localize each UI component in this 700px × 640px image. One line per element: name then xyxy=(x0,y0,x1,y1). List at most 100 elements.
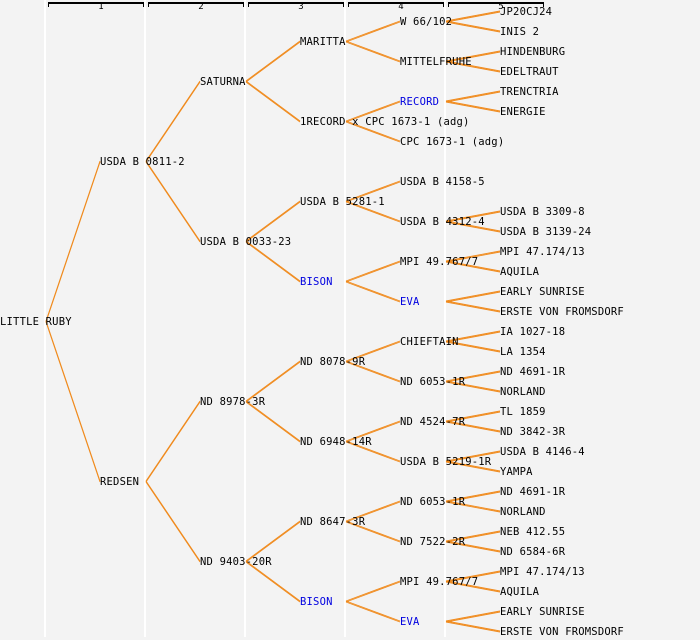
connector-line xyxy=(445,100,501,112)
ancestor-name: MARITTA xyxy=(300,36,346,48)
connector-line xyxy=(445,411,501,423)
connector-line xyxy=(445,50,501,62)
connector-line xyxy=(445,250,501,262)
connector-line xyxy=(345,260,401,282)
connector-line xyxy=(145,161,201,243)
generation-bracket xyxy=(248,2,344,7)
connector-line xyxy=(345,581,401,603)
connector-line xyxy=(445,410,501,422)
connector-line xyxy=(445,581,501,593)
ancestor-name: USDA B 4146-4 xyxy=(500,446,585,458)
generation-number: 3 xyxy=(298,2,304,12)
connector-line xyxy=(245,521,301,563)
ancestor-name: EARLY SUNRISE xyxy=(500,286,585,298)
connector-line xyxy=(245,200,301,242)
ancestor-name: JP20CJ24 xyxy=(500,6,553,18)
connector-line xyxy=(445,370,501,382)
connector-line xyxy=(445,91,501,103)
ancestor-name: CHIEFTAIN xyxy=(400,336,459,348)
connector-line xyxy=(245,240,301,282)
ancestor-name[interactable]: RECORD xyxy=(400,96,440,108)
connector-line xyxy=(145,160,201,242)
connector-line xyxy=(345,280,401,302)
ancestor-name: HINDENBURG xyxy=(500,46,566,58)
ancestor-name: TL 1859 xyxy=(500,406,546,418)
connector-line xyxy=(145,480,201,562)
connector-line xyxy=(445,541,501,553)
connector-line xyxy=(245,361,301,403)
connector-line xyxy=(345,440,401,462)
connector-line xyxy=(345,201,401,223)
ancestor-name: ND 8647-3R xyxy=(300,516,366,528)
connector-line xyxy=(345,600,401,622)
connector-line xyxy=(445,531,501,543)
connector-line xyxy=(445,500,501,512)
connector-line xyxy=(445,211,501,223)
connector-line xyxy=(445,60,501,72)
generation-bracket xyxy=(348,2,444,7)
connector-line xyxy=(445,580,501,592)
connector-line xyxy=(445,371,501,383)
connector-line xyxy=(445,380,501,392)
ancestor-name: NEB 412.55 xyxy=(500,526,566,538)
connector-line xyxy=(245,560,301,602)
connector-line xyxy=(345,360,401,382)
generation-bracket xyxy=(448,2,544,7)
ancestor-name: ND 9403-20R xyxy=(200,556,272,568)
ancestor-name: ND 6053-1R xyxy=(400,496,466,508)
ancestor-name: TRENCTRIA xyxy=(500,86,559,98)
connector-line xyxy=(445,51,501,63)
connector-line xyxy=(345,261,401,283)
connector-line xyxy=(345,361,401,383)
ancestor-name: NORLAND xyxy=(500,506,546,518)
connector-line xyxy=(345,420,401,442)
connector-line xyxy=(445,291,501,303)
connector-line xyxy=(445,610,501,622)
connector-line xyxy=(245,80,301,122)
ancestor-name: ERSTE VON FROMSDORF xyxy=(500,306,624,318)
connector-line xyxy=(245,400,301,442)
ancestor-name: MPI 47.174/13 xyxy=(500,246,585,258)
connector-line xyxy=(345,100,401,122)
proband-name: LITTLE RUBY xyxy=(0,316,72,328)
connector-line xyxy=(445,501,501,513)
connector-line xyxy=(145,400,201,482)
generation-bracket xyxy=(148,2,244,7)
ancestor-name[interactable]: BISON xyxy=(300,276,333,288)
ancestor-name: NORLAND xyxy=(500,386,546,398)
ancestor-name: MPI 49.767/7 xyxy=(400,576,479,588)
ancestor-name[interactable]: EVA xyxy=(400,296,420,308)
ancestor-name: REDSEN xyxy=(100,476,140,488)
ancestor-name[interactable]: EVA xyxy=(400,616,420,628)
connector-line xyxy=(445,10,501,22)
generation-number: 4 xyxy=(398,2,404,12)
connector-line xyxy=(245,360,301,402)
ancestor-name: W 66/102 xyxy=(400,16,453,28)
connector-line xyxy=(345,580,401,602)
connector-line xyxy=(345,281,401,303)
connector-line xyxy=(445,381,501,393)
connector-line xyxy=(345,441,401,463)
connector-line xyxy=(45,321,101,483)
ancestor-name: CPC 1673-1 (adg) xyxy=(400,136,505,148)
connector-line xyxy=(445,20,501,32)
connector-line xyxy=(445,461,501,473)
connector-line xyxy=(445,11,501,23)
connector-line xyxy=(445,290,501,302)
connector-line xyxy=(445,61,501,73)
ancestor-name: LA 1354 xyxy=(500,346,546,358)
connector-line xyxy=(445,301,501,313)
ancestor-name: ND 8978-3R xyxy=(200,396,266,408)
ancestor-name: MITTELFRUHE xyxy=(400,56,472,68)
connector-line xyxy=(445,571,501,583)
connector-line xyxy=(345,601,401,623)
connector-line xyxy=(445,341,501,353)
ancestor-name: ND 6584-6R xyxy=(500,546,566,558)
connector-line xyxy=(445,220,501,232)
ancestor-name[interactable]: BISON xyxy=(300,596,333,608)
ancestor-name: 1RECORD x CPC 1673-1 (adg) xyxy=(300,116,470,128)
generation-number: 1 xyxy=(98,2,104,12)
connector-line xyxy=(345,501,401,523)
connector-line xyxy=(345,120,401,142)
connector-line xyxy=(445,261,501,273)
